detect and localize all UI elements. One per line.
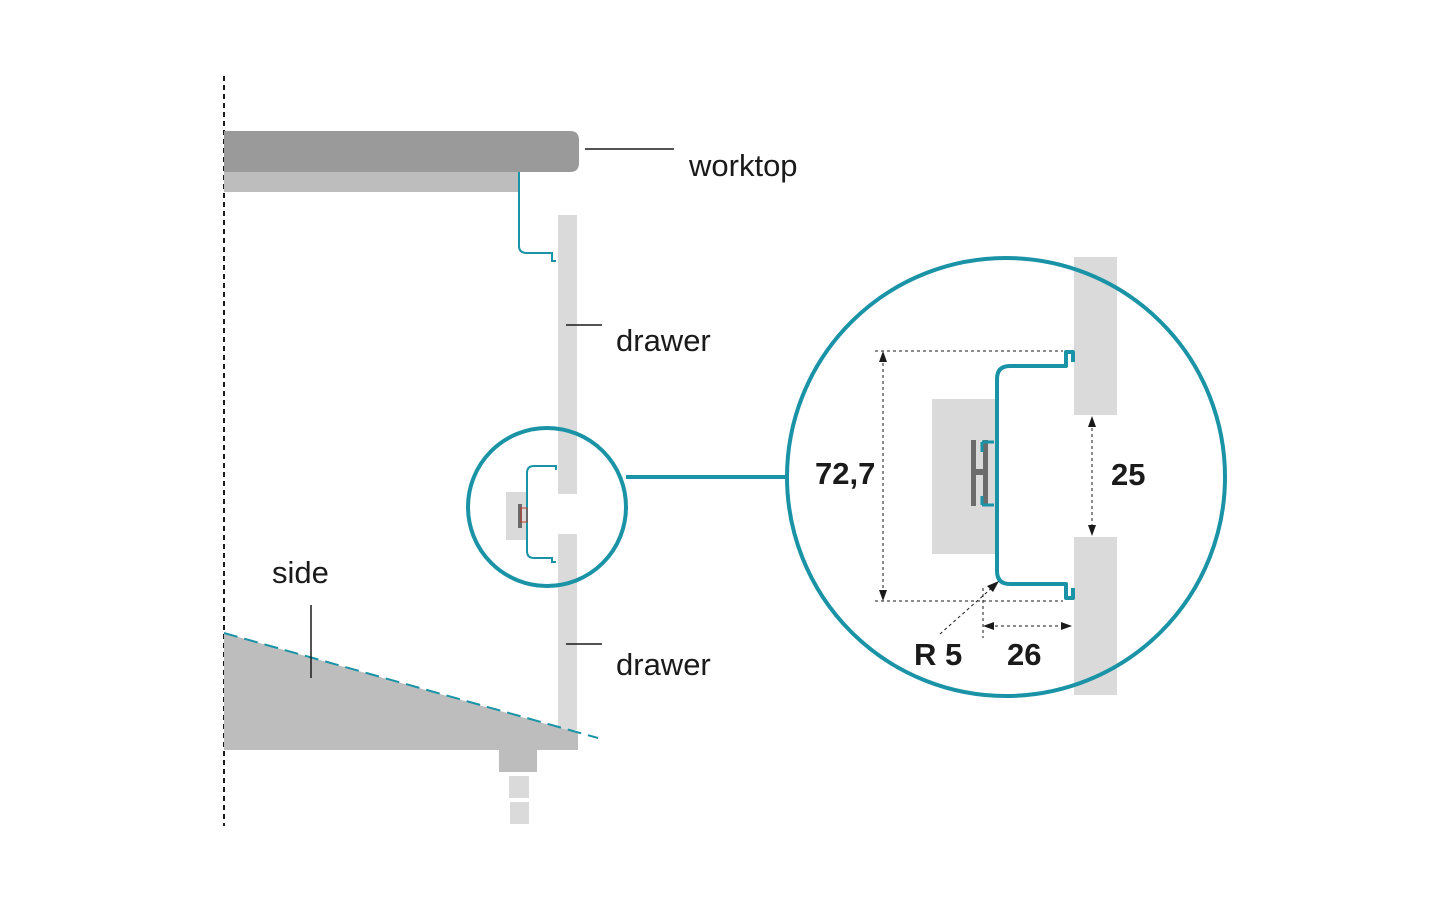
dim-gap-text: 25 [1111,457,1145,492]
dim-radius-text: R 5 [914,637,962,672]
label-side: side [272,555,329,590]
label-drawer-bottom: drawer [616,647,711,682]
plinth-side [224,633,578,750]
upper-front-zoomed [1074,257,1117,415]
dim-height-text: 72,7 [815,456,875,491]
dim-depth-arrow-left [983,622,994,630]
upper-handle-profile [518,172,556,262]
label-drawer-top: drawer [616,323,711,358]
dim-gap-arrow-bottom [1088,525,1096,536]
worktop-slab [224,131,579,172]
upper-drawer-front [558,215,577,494]
foot-bottom [510,802,529,824]
lower-drawer-front [558,534,577,730]
small-clip [518,504,522,528]
foot-top [499,750,537,772]
small-clip-red [520,507,528,523]
h-clip-right [983,440,988,506]
h-clip-left [971,440,976,506]
dim-depth-arrow-right [1061,622,1072,630]
detail-callout-large [785,256,1227,698]
dim-height-arrow-top [879,351,887,362]
worktop-underlay [224,170,520,192]
clip-bracket [980,440,994,507]
side-dashed-edge [223,632,599,739]
handle-profile-zoomed [995,350,1075,600]
small-handle-profile [526,465,557,563]
dim-height-arrow-bottom [879,590,887,601]
detail-callout-small [466,426,628,588]
dim-radius-arrow [987,581,999,592]
detail-zoom-group [875,257,1117,695]
small-mount-block [506,492,528,540]
label-worktop: worktop [688,148,798,183]
dim-radius-leader [939,585,995,635]
dim-depth-text: 26 [1007,637,1041,672]
foot-middle [509,776,529,798]
h-clip-bar [975,469,985,475]
dim-gap-arrow-top [1088,416,1096,427]
